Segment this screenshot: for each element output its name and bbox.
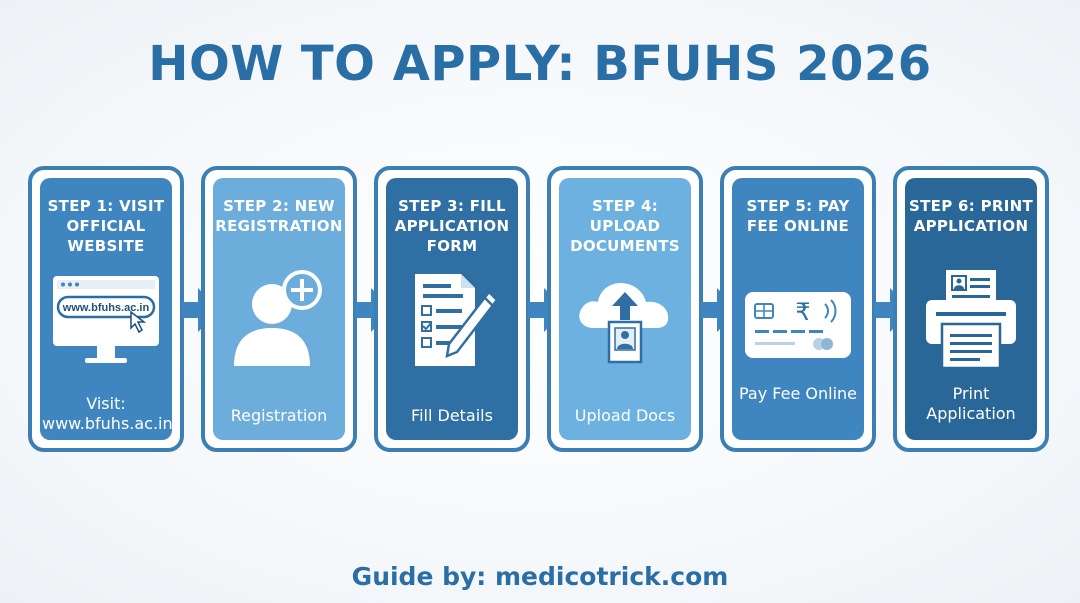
step-4-caption: Upload Docs <box>574 406 676 425</box>
step-2-title: STEP 2: NEW REGISTRATION <box>215 197 343 235</box>
step-card-4-body: STEP 4: UPLOAD DOCUMENTS Upload Docs <box>559 178 691 440</box>
printer-icon <box>926 270 1016 370</box>
step-6-title: STEP 6: PRINT APPLICATION <box>909 197 1033 235</box>
step-2-caption: Registration <box>230 406 328 425</box>
step-card-2-body: STEP 2: NEW REGISTRATION Registration <box>213 178 345 440</box>
step-card-3: STEP 3: FILL APPLICATION FORM Fill Detai… <box>374 166 530 452</box>
step-card-1-body: STEP 1: VISIT OFFICIAL WEBSITE www.bfuhs… <box>40 178 173 440</box>
rupee-symbol: ₹ <box>795 298 810 326</box>
step-card-2: STEP 2: NEW REGISTRATION Registration <box>201 166 357 452</box>
cloud-upload-icon <box>579 282 669 364</box>
step-card-6: STEP 6: PRINT APPLICATION Print Applicat… <box>893 166 1049 452</box>
monitor-website-icon: www.bfuhs.ac.in <box>53 276 159 363</box>
step-3-title: STEP 3: FILL APPLICATION FORM <box>394 197 510 255</box>
step-card-5-body: STEP 5: PAY FEE ONLINE ₹ Pay Fee Online <box>732 178 864 440</box>
step-5-caption: Pay Fee Online <box>739 384 857 403</box>
footer-credit: Guide by: medicotrick.com <box>351 562 729 591</box>
page-title: HOW TO APPLY: BFUHS 2026 <box>148 36 932 92</box>
step-card-5: STEP 5: PAY FEE ONLINE ₹ Pay Fee Online <box>720 166 876 452</box>
form-pen-icon <box>415 274 499 366</box>
step-card-3-body: STEP 3: FILL APPLICATION FORM Fill Detai… <box>386 178 518 440</box>
step-1-caption: Visit: www.bfuhs.ac.in <box>42 394 173 433</box>
step-card-6-body: STEP 6: PRINT APPLICATION Print Applicat… <box>905 178 1037 440</box>
step-4-title: STEP 4: UPLOAD DOCUMENTS <box>570 197 680 255</box>
step-card-4: STEP 4: UPLOAD DOCUMENTS Upload Docs <box>547 166 703 452</box>
step-card-1: STEP 1: VISIT OFFICIAL WEBSITE www.bfuhs… <box>28 166 184 452</box>
step-6-caption: Print Application <box>926 384 1016 423</box>
step-1-title: STEP 1: VISIT OFFICIAL WEBSITE <box>47 197 165 255</box>
website-url-text: www.bfuhs.ac.in <box>62 302 150 314</box>
step-3-caption: Fill Details <box>411 406 493 425</box>
user-add-icon <box>234 270 322 366</box>
step-5-title: STEP 5: PAY FEE ONLINE <box>746 197 850 235</box>
credit-card-icon: ₹ <box>745 292 851 358</box>
